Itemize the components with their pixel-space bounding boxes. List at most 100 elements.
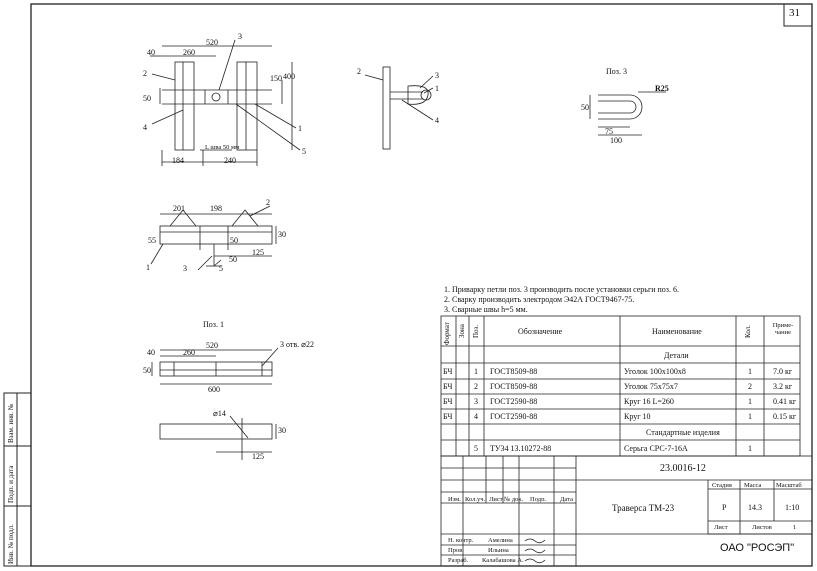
row1-note: 7.0 кг xyxy=(773,367,793,376)
mid-dim-198: 198 xyxy=(210,204,222,213)
stamp-inv-podl: Инв. № подл. xyxy=(7,524,15,564)
section-details: Детали xyxy=(664,351,689,360)
drawing-title: Траверса ТМ-23 xyxy=(612,503,675,513)
sheet-label: Лист xyxy=(714,524,728,531)
tb-col-doc: № док. xyxy=(504,496,524,503)
row4-code: ГОСТ2590-88 xyxy=(490,412,538,421)
row5-name: Серьга СРС-7-16А xyxy=(624,444,688,453)
row4-pos: 4 xyxy=(474,412,478,421)
dim-50-a: 50 xyxy=(143,94,151,103)
name-prov: Ильина xyxy=(488,547,509,554)
tb-col-list: Лист xyxy=(489,496,503,503)
pos3-dim-50: 50 xyxy=(581,103,589,112)
stamp-podp-data: Подп. и дата xyxy=(7,465,15,503)
mid-label-2: 2 xyxy=(266,198,270,207)
row3-note: 0.41 кг xyxy=(773,397,797,406)
dim-150: 150 xyxy=(270,74,282,83)
row2-name: Уголок 75x75x7 xyxy=(624,382,678,391)
col-qty: Кол. xyxy=(744,325,752,338)
pos1-dim-50: 50 xyxy=(143,366,151,375)
row1-pos: 1 xyxy=(474,367,478,376)
tb-col-sign: Подп. xyxy=(530,496,547,503)
col-name: Наименование xyxy=(652,327,702,336)
pos1-dim-260: 260 xyxy=(183,348,195,357)
role-nkontr: Н. контр. xyxy=(448,537,474,544)
pos1-dim-125: 125 xyxy=(252,452,264,461)
note-1: 1. Приварку петли поз. 3 производить пос… xyxy=(444,285,679,294)
section-standard: Стандартные изделия xyxy=(646,428,720,437)
mass-header: Масса xyxy=(744,482,762,489)
stamp-vzam: Взам. инв. № xyxy=(7,403,15,443)
tb-col-izm: Изм. xyxy=(448,496,461,503)
weld-length-label: L шва 50 мм xyxy=(205,144,240,151)
stage-header: Стадия xyxy=(712,482,732,489)
doc-code: 23.0016-12 xyxy=(660,463,706,474)
mid-dim-55: 55 xyxy=(148,236,156,245)
sheets-value: 1 xyxy=(793,524,797,531)
scale-header: Масштаб xyxy=(776,482,802,489)
row1-name: Уголок 100x100x8 xyxy=(624,367,686,376)
row4-name: Круг 10 xyxy=(624,412,651,421)
side-label-1: 1 xyxy=(435,84,439,93)
side-label-3: 3 xyxy=(435,71,439,80)
pos1-dim-40: 40 xyxy=(147,348,155,357)
label-3: 3 xyxy=(238,32,242,41)
row4-qty: 1 xyxy=(748,412,752,421)
dim-184: 184 xyxy=(172,156,184,165)
row3-pos: 3 xyxy=(474,397,478,406)
row3-qty: 1 xyxy=(748,397,752,406)
role-razrab: Разраб. xyxy=(448,557,469,564)
sheets-label: Листов xyxy=(752,524,772,531)
role-prov: Пров. xyxy=(448,547,464,554)
tb-col-kol: Кол.уч. xyxy=(465,496,486,503)
mid-dim-30: 30 xyxy=(278,230,286,239)
col-format: Формат xyxy=(443,322,451,345)
col-designation: Обозначение xyxy=(518,327,563,336)
mass-value: 14.3 xyxy=(748,503,762,512)
scale-value: 1:10 xyxy=(785,503,800,512)
mid-label-5: 5 xyxy=(219,264,223,273)
row5-pos: 5 xyxy=(474,444,478,453)
dim-520: 520 xyxy=(206,38,218,47)
pos3-dim-100: 100 xyxy=(610,136,622,145)
pos1-holes: 3 отв. ⌀22 xyxy=(280,340,314,349)
mid-label-3: 3 xyxy=(183,264,187,273)
pos3-dim-75: 75 xyxy=(605,127,613,136)
col-note: Приме-чание xyxy=(772,322,794,336)
label-1: 1 xyxy=(298,124,302,133)
row5-code: ТУ34 13.10272-88 xyxy=(490,444,552,453)
dim-240: 240 xyxy=(224,156,236,165)
row3-name: Круг 16 L=260 xyxy=(624,397,674,406)
row2-format: БЧ xyxy=(443,382,453,391)
row4-format: БЧ xyxy=(443,412,453,421)
row4-note: 0.15 кг xyxy=(773,412,797,421)
dim-400: 400 xyxy=(283,72,295,81)
mid-dim-125: 125 xyxy=(252,248,264,257)
side-label-2: 2 xyxy=(357,67,361,76)
pos3-dim-r25: R25 xyxy=(655,84,669,93)
row2-note: 3.2 кг xyxy=(773,382,793,391)
row1-code: ГОСТ8509-88 xyxy=(490,367,538,376)
mid-dim-50-a: 50 xyxy=(230,236,238,245)
mid-dim-201: 201 xyxy=(173,204,185,213)
pos3-title: Поз. 3 xyxy=(606,67,627,76)
name-nkontr: Амелина xyxy=(488,537,513,544)
row5-qty: 1 xyxy=(748,444,752,453)
label-4: 4 xyxy=(143,123,147,132)
row2-qty: 2 xyxy=(748,382,752,391)
pos1-title: Поз. 1 xyxy=(203,320,224,329)
row2-code: ГОСТ8509-88 xyxy=(490,382,538,391)
row2-pos: 2 xyxy=(474,382,478,391)
tb-col-date: Дата xyxy=(560,496,573,503)
col-zone: Зона xyxy=(458,324,466,338)
dim-260: 260 xyxy=(183,48,195,57)
mid-label-1: 1 xyxy=(146,263,150,272)
row3-format: БЧ xyxy=(443,397,453,406)
sheet-number: 31 xyxy=(789,7,800,19)
pos1-dim-600: 600 xyxy=(208,385,220,394)
pos1-dim-30: 30 xyxy=(278,426,286,435)
name-razrab: Калабашова А. xyxy=(482,557,524,564)
pos1-dim-520: 520 xyxy=(206,341,218,350)
